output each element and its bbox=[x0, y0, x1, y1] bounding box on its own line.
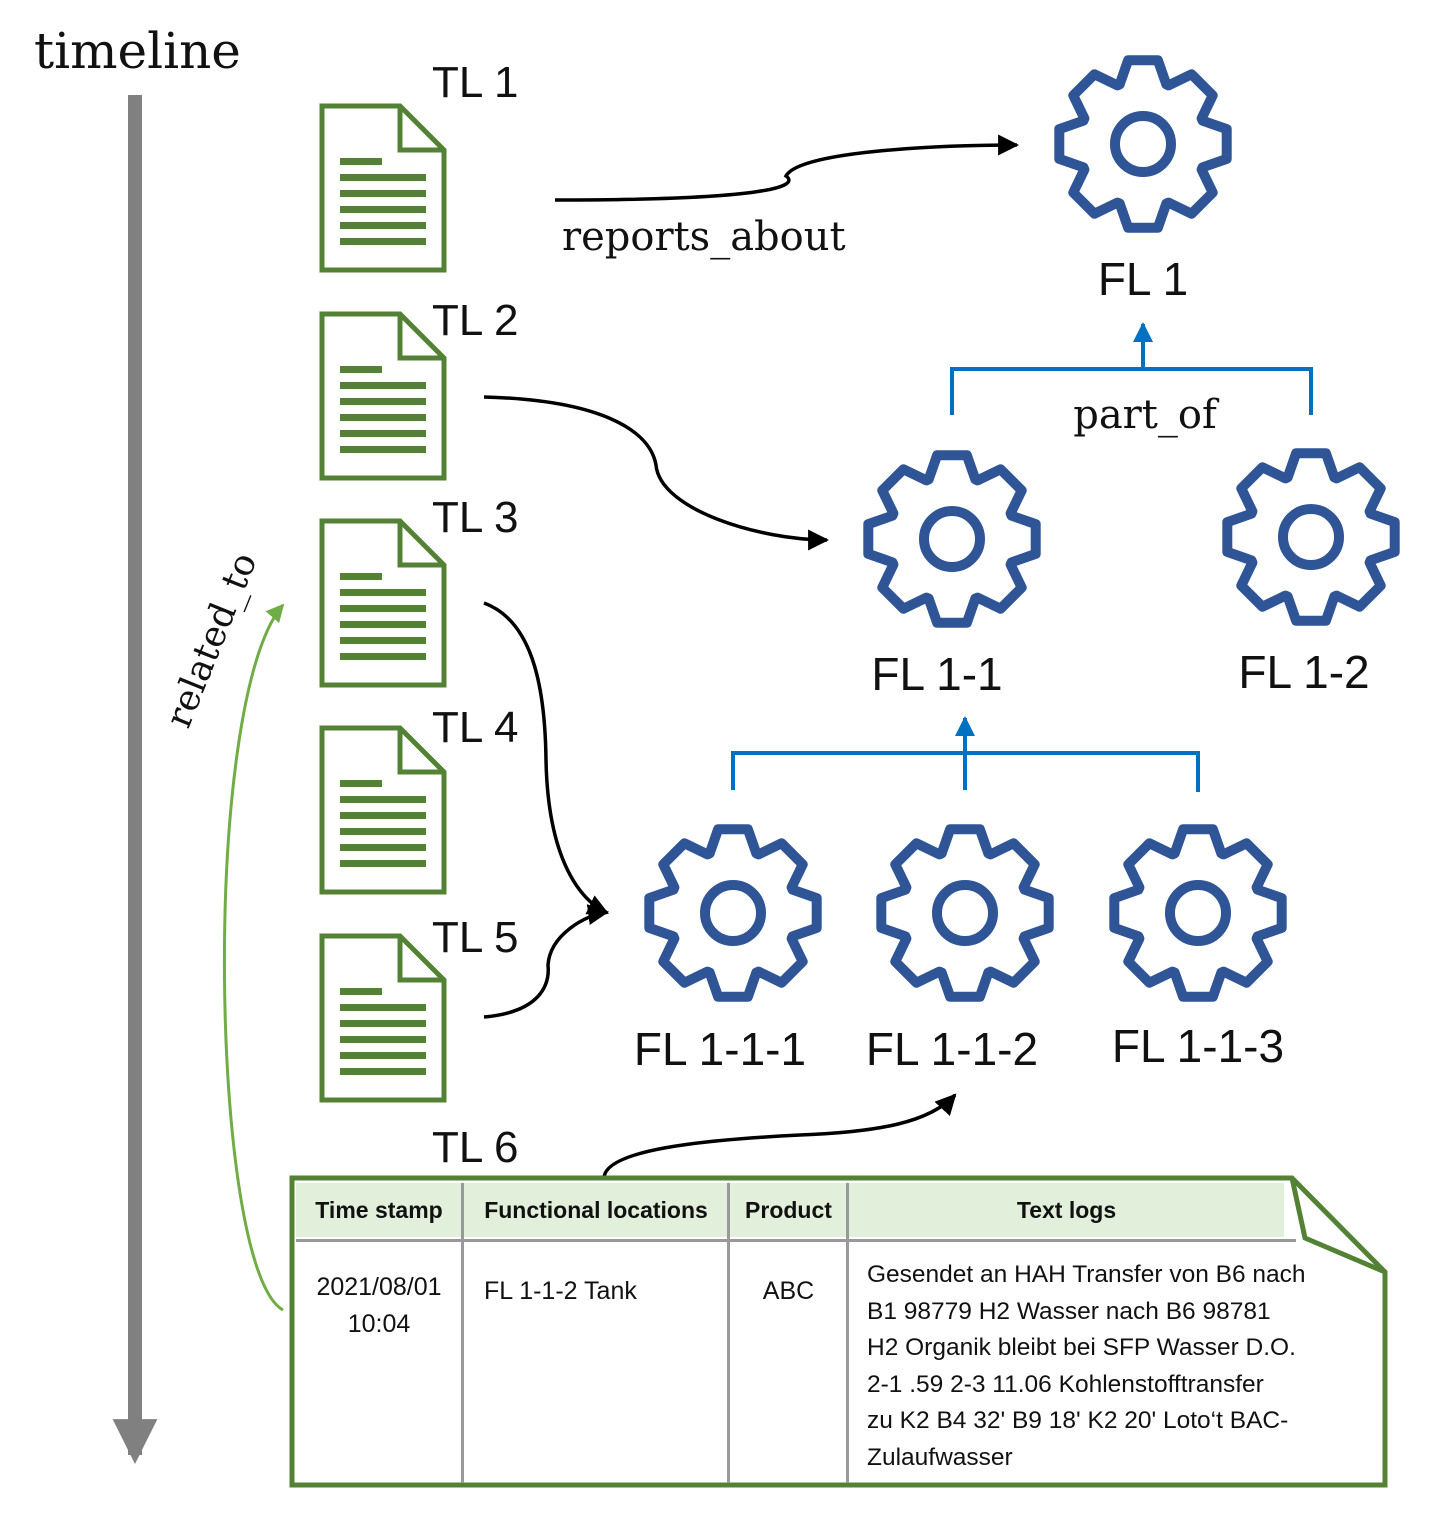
tl-label: TL 3 bbox=[432, 493, 518, 542]
gear-icon bbox=[644, 824, 822, 1002]
gear-icon bbox=[1054, 55, 1232, 233]
part-of-hierarchy-lower bbox=[731, 716, 1200, 792]
document-icon bbox=[319, 103, 447, 273]
gear-icon bbox=[1109, 824, 1287, 1002]
fl-label: FL 1 bbox=[1098, 253, 1188, 305]
tl-label: TL 5 bbox=[432, 913, 518, 962]
document-fold-icon bbox=[1289, 1177, 1386, 1275]
gear-icon bbox=[1222, 448, 1400, 626]
gear-icon bbox=[876, 824, 1054, 1002]
fl-label: FL 1-1-1 bbox=[634, 1023, 806, 1075]
timeline-label: timeline bbox=[34, 22, 241, 80]
reports-about-arrow bbox=[554, 134, 1020, 202]
related-to-label: related_to bbox=[158, 547, 265, 733]
reports-about-arrow bbox=[483, 904, 610, 1019]
column-product: Product ABC bbox=[730, 1183, 847, 1483]
cell-product: ABC bbox=[762, 1277, 815, 1305]
text-log-line: H2 Organik bleibt bei SFP Wasser D.O. bbox=[867, 1334, 1296, 1362]
text-log-line: B1 98779 H2 Wasser nach B6 98781 bbox=[867, 1297, 1271, 1325]
text-log-table: Time stamp 2021/08/01 10:04 Functional l… bbox=[296, 1183, 1384, 1483]
document-icon bbox=[319, 933, 447, 1103]
text-log-line: Gesendet an HAH Transfer von B6 nach bbox=[867, 1261, 1306, 1288]
column-divider bbox=[727, 1183, 730, 1483]
header-product: Product bbox=[730, 1183, 847, 1237]
header-text-logs: Text logs bbox=[849, 1183, 1284, 1237]
header-timestamp: Time stamp bbox=[296, 1183, 462, 1237]
reports-about-arrow bbox=[483, 395, 830, 551]
text-log-line: Zulaufwasser bbox=[867, 1443, 1013, 1471]
related-to-arrow bbox=[223, 603, 285, 1312]
text-log-documents bbox=[319, 103, 447, 1103]
header-functional-locations: Functional locations bbox=[464, 1183, 728, 1237]
document-icon bbox=[319, 725, 447, 895]
fl-label: FL 1-1 bbox=[871, 648, 1002, 700]
tl-label: TL 6 bbox=[432, 1123, 518, 1172]
column-functional-locations: Functional locations FL 1-1-2 Tank bbox=[464, 1183, 728, 1483]
cell-timestamp: 2021/08/01 10:04 bbox=[296, 1269, 462, 1343]
gear-icon bbox=[863, 450, 1041, 628]
timestamp-date: 2021/08/01 bbox=[316, 1273, 442, 1301]
reports-about-arrows bbox=[483, 134, 1020, 1179]
column-divider bbox=[461, 1183, 464, 1483]
text-log-line: 2-1 .59 2-3 11.06 Kohlenstofftransfer bbox=[867, 1370, 1264, 1398]
fl-label: FL 1-2 bbox=[1238, 646, 1369, 698]
tl-label: TL 1 bbox=[432, 58, 518, 107]
cell-text-log: Gesendet an HAH Transfer von B6 nach B1 … bbox=[867, 1257, 1387, 1477]
timestamp-time: 10:04 bbox=[347, 1310, 411, 1338]
fl-label: FL 1-1-3 bbox=[1112, 1020, 1284, 1072]
fl-label: FL 1-1-2 bbox=[866, 1023, 1038, 1075]
table-document-frame bbox=[289, 1175, 1388, 1488]
column-text-logs: Text logs Gesendet an HAH Transfer von B… bbox=[849, 1183, 1306, 1483]
document-icon bbox=[319, 518, 447, 688]
column-divider bbox=[846, 1183, 849, 1483]
column-timestamp: Time stamp 2021/08/01 10:04 bbox=[296, 1183, 462, 1483]
document-icon bbox=[319, 311, 447, 481]
reports-about-arrow bbox=[483, 601, 609, 915]
tl-label: TL 2 bbox=[432, 296, 518, 345]
reports-about-arrow bbox=[602, 1093, 957, 1179]
tl-label: TL 4 bbox=[432, 703, 518, 752]
part-of-hierarchy-upper bbox=[950, 322, 1313, 415]
text-log-line: zu K2 B4 32' B9 18' K2 20' Loto‘t BAC- bbox=[867, 1407, 1289, 1435]
part-of-label: part_of bbox=[1073, 392, 1220, 438]
cell-functional-location: FL 1-1-2 Tank bbox=[484, 1277, 637, 1305]
header-divider bbox=[296, 1239, 1296, 1242]
reports-about-label: reports_about bbox=[562, 214, 846, 260]
